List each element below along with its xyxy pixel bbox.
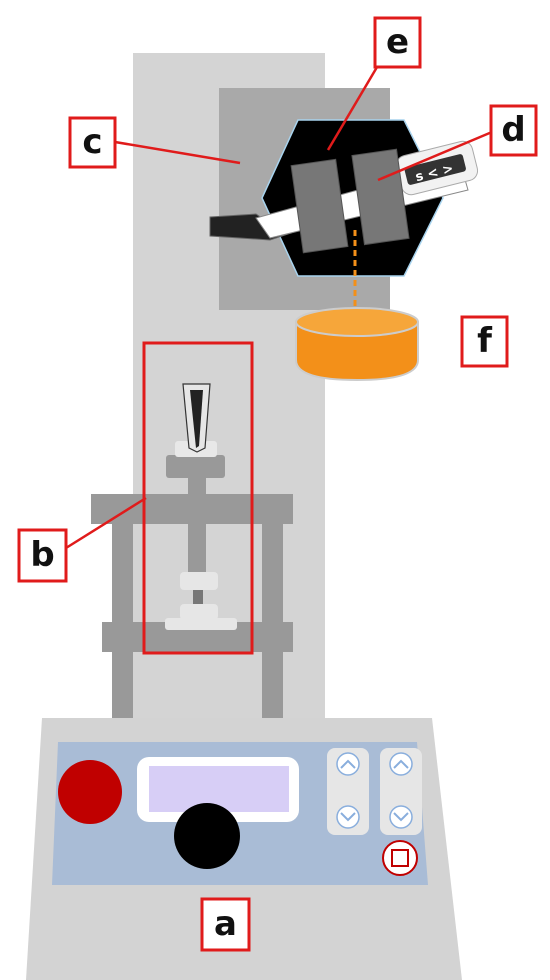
- plunger-plate: [165, 618, 237, 630]
- lcd-screen: [149, 766, 289, 812]
- chevron-up-icon[interactable]: [336, 752, 360, 776]
- label-d-text: d: [501, 110, 525, 150]
- leader-line-c: [114, 140, 241, 165]
- label-e: e: [373, 16, 422, 69]
- stop-square-icon[interactable]: [382, 840, 418, 876]
- chevron-down-icon[interactable]: [336, 805, 360, 829]
- label-b: b: [17, 528, 68, 583]
- label-a: a: [200, 897, 251, 952]
- leader-line-d: [377, 130, 493, 182]
- label-b-text: b: [30, 535, 54, 575]
- collection-cup: [295, 307, 419, 382]
- chevron-up-icon[interactable]: [389, 752, 413, 776]
- leader-line-b: [65, 496, 147, 550]
- plunger-neck: [193, 590, 203, 604]
- tool-bit-shade: [190, 390, 203, 448]
- label-d: d: [489, 104, 538, 157]
- press-shaft: [188, 475, 206, 575]
- control-knob[interactable]: [174, 803, 240, 869]
- label-e-text: e: [386, 22, 409, 62]
- plunger-lower: [180, 604, 218, 620]
- label-c: c: [68, 116, 117, 169]
- label-f-text: f: [477, 321, 493, 361]
- press-leg-left: [112, 520, 133, 718]
- power-button[interactable]: [58, 760, 122, 824]
- plunger-upper: [180, 572, 218, 590]
- press-leg-right: [262, 520, 283, 718]
- leader-line-e: [326, 61, 382, 151]
- chevron-down-icon[interactable]: [389, 805, 413, 829]
- label-f: f: [460, 315, 509, 368]
- press-head: [166, 455, 225, 478]
- device-display: [404, 154, 466, 185]
- label-a-text: a: [214, 904, 237, 944]
- label-c-text: c: [82, 122, 102, 162]
- clamp-left: [290, 158, 349, 254]
